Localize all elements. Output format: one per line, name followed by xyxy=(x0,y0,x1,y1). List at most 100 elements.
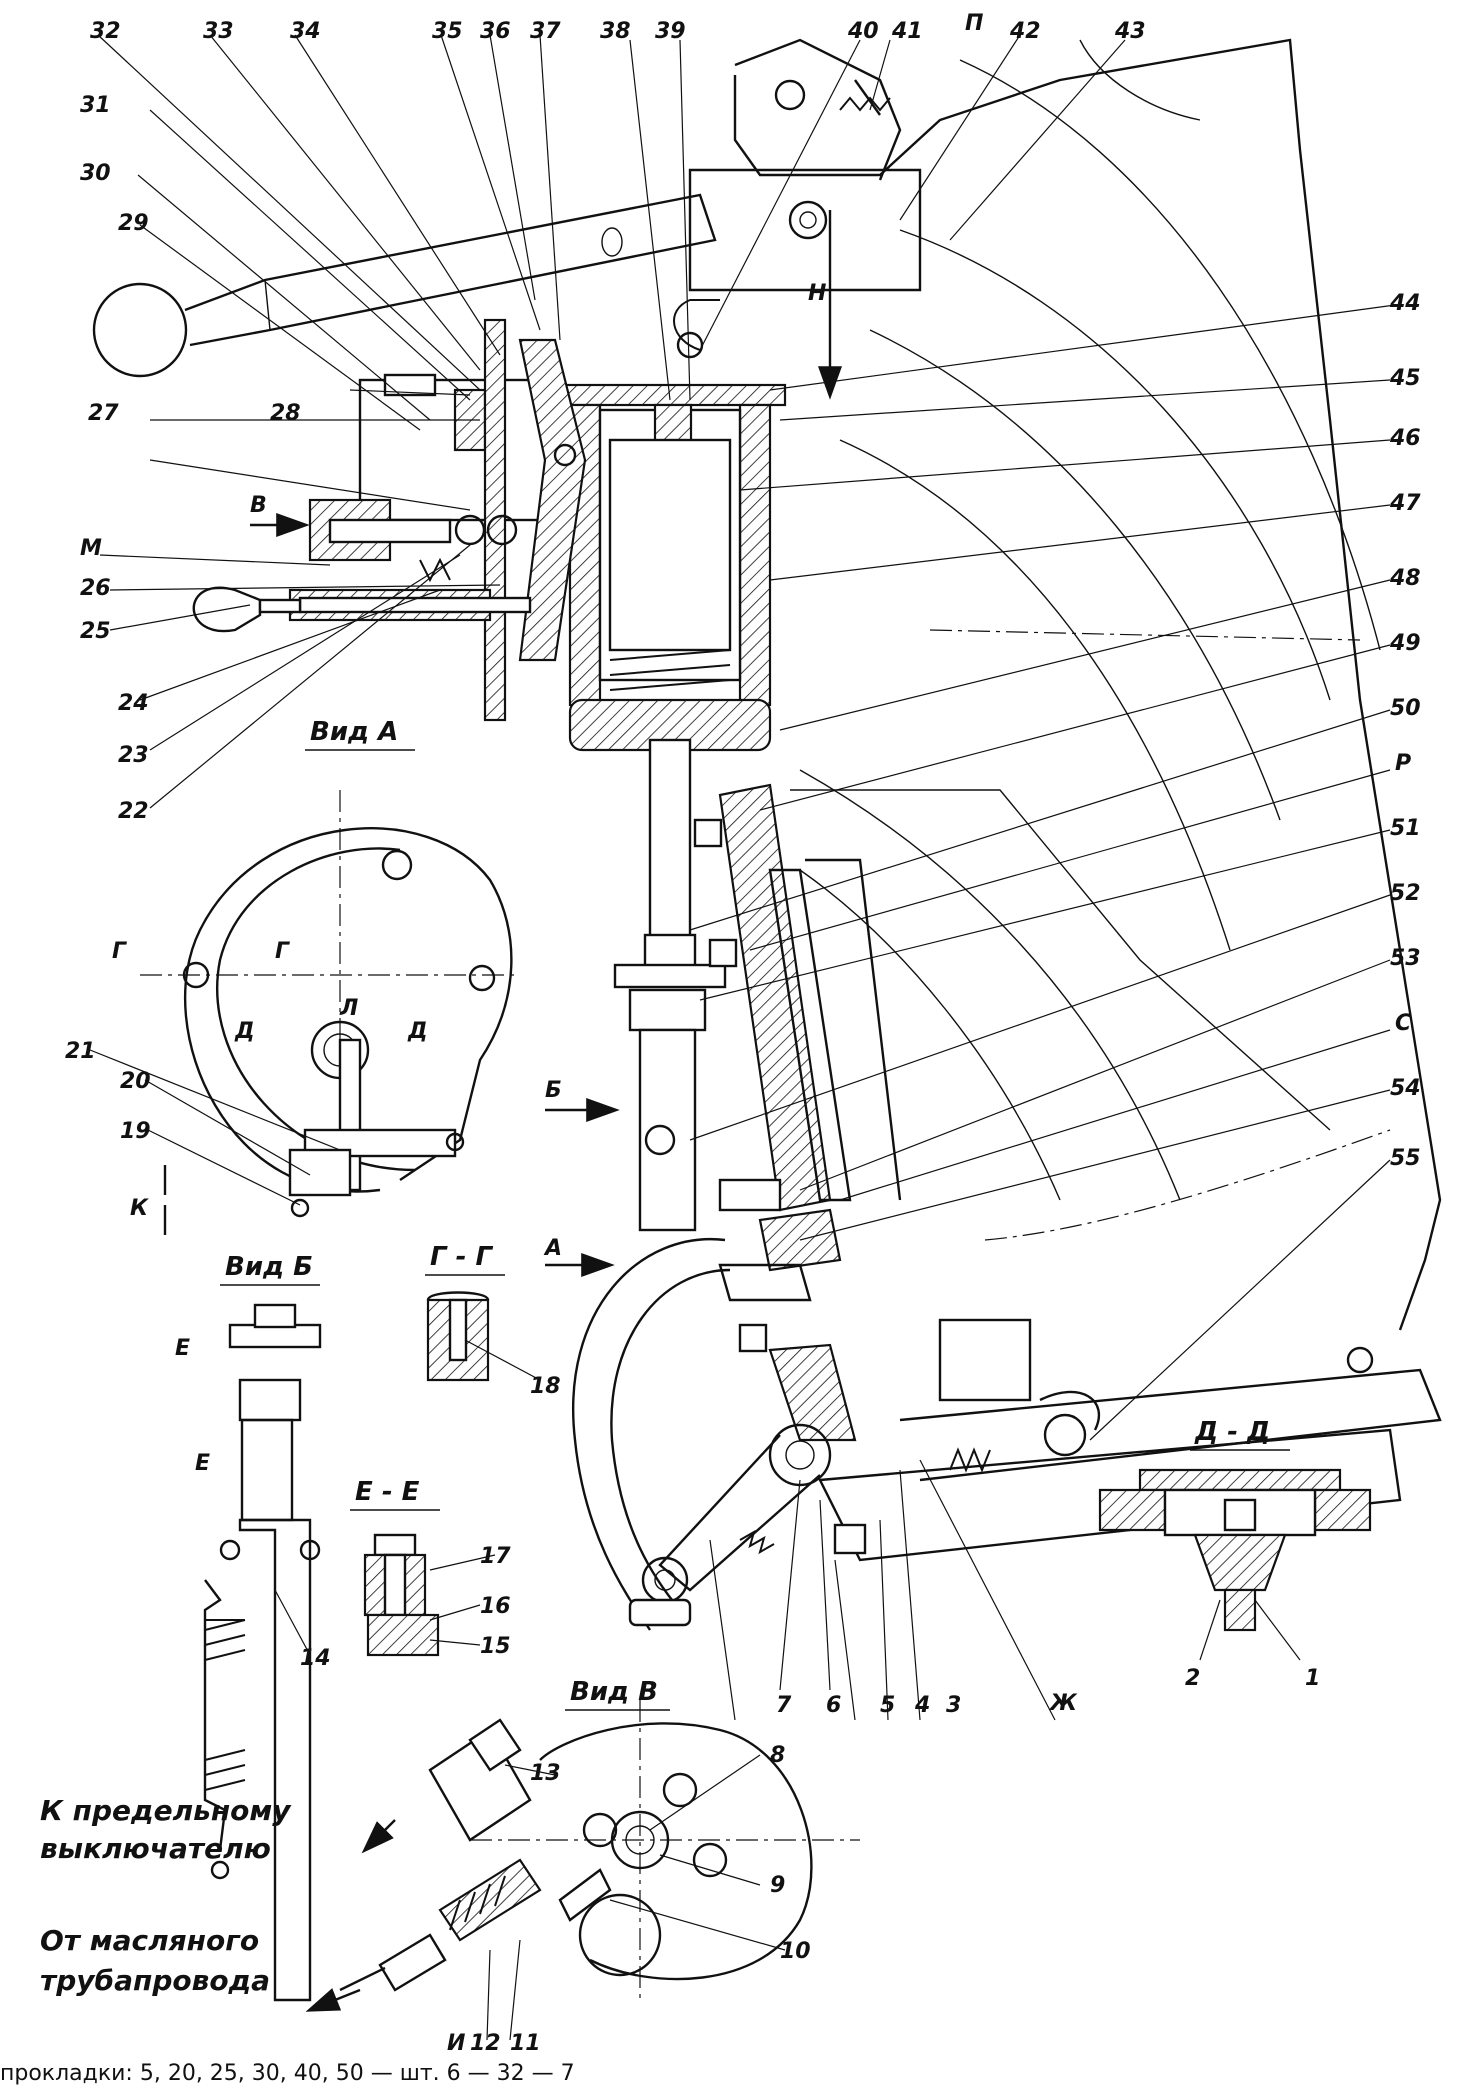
callout-48: 48 xyxy=(1389,566,1421,591)
title-section-dd: Д - Д xyxy=(1194,1417,1270,1447)
callout-20: 20 xyxy=(120,1069,151,1094)
view-a-cover xyxy=(140,790,520,1218)
callout-13: 13 xyxy=(530,1761,561,1786)
callout-28: 28 xyxy=(270,401,301,426)
section-e-e xyxy=(363,1533,440,1657)
callout-49: 49 xyxy=(1389,631,1421,656)
callout-38: 38 xyxy=(600,19,631,44)
callout-1: 1 xyxy=(1305,1666,1320,1691)
letter-d-left: Д xyxy=(234,1019,255,1044)
callout-12: 12 xyxy=(470,2031,501,2056)
callout-2: 2 xyxy=(1185,1666,1200,1691)
callout-40: 40 xyxy=(847,19,879,44)
letter-r: Р xyxy=(1395,751,1411,776)
letter-s: С xyxy=(1395,1011,1411,1036)
letter-l: Л xyxy=(339,996,358,1021)
callout-26: 26 xyxy=(80,576,111,601)
callout-33: 33 xyxy=(203,19,234,44)
callout-53: 53 xyxy=(1390,946,1421,971)
callout-14: 14 xyxy=(300,1646,331,1671)
callout-50: 50 xyxy=(1390,696,1421,721)
callout-10: 10 xyxy=(780,1939,811,1964)
letter-p: П xyxy=(965,11,983,36)
callout-43: 43 xyxy=(1114,19,1146,44)
callout-32: 32 xyxy=(90,19,121,44)
letter-g-right: Г xyxy=(275,939,290,964)
note-from-oil-pipe-line1: От масляного xyxy=(40,1924,259,1957)
title-section-ee: Е - Е xyxy=(355,1477,420,1507)
callout-9: 9 xyxy=(770,1873,785,1898)
letter-e-top: Е xyxy=(175,1336,190,1361)
letter-zh: Ж xyxy=(1048,1691,1078,1716)
letter-d-right: Д xyxy=(407,1019,428,1044)
callout-4: 4 xyxy=(914,1693,930,1718)
notes: К предельному выключателю От масляного т… xyxy=(40,1794,292,1997)
view-b-detail xyxy=(203,1303,322,2002)
letter-b-arrow: Б xyxy=(545,1078,562,1103)
callout-39: 39 xyxy=(655,19,686,44)
callout-46: 46 xyxy=(1389,426,1421,451)
section-d-d xyxy=(1098,1468,1372,1632)
callout-21: 21 xyxy=(65,1039,96,1064)
left-mechanism xyxy=(192,318,587,722)
callout-3: 3 xyxy=(946,1693,961,1718)
letter-v-arrow: В xyxy=(250,493,267,518)
letter-a-arrow: А xyxy=(543,1236,562,1261)
lever-with-ball-handle xyxy=(92,193,717,378)
callout-30: 30 xyxy=(80,161,111,186)
callout-41: 41 xyxy=(891,19,923,44)
callout-31: 31 xyxy=(80,93,111,118)
callout-7: 7 xyxy=(776,1693,792,1718)
callout-35: 35 xyxy=(432,19,463,44)
callout-54: 54 xyxy=(1390,1076,1421,1101)
callout-36: 36 xyxy=(480,19,511,44)
callout-8: 8 xyxy=(770,1743,785,1768)
upper-bracket xyxy=(688,38,922,292)
leader-lines xyxy=(89,34,1396,2041)
callout-17: 17 xyxy=(480,1544,511,1569)
callout-11: 11 xyxy=(510,2031,541,2056)
callout-44: 44 xyxy=(1389,291,1421,316)
bottom-arm xyxy=(818,1318,1442,1562)
letter-i: И xyxy=(447,2031,465,2056)
arrows xyxy=(163,210,842,2012)
title-section-gg: Г - Г xyxy=(430,1242,493,1272)
view-v-detail xyxy=(339,1700,860,2000)
callout-19: 19 xyxy=(120,1119,151,1144)
note-to-limit-switch-line2: выключателю xyxy=(40,1832,271,1865)
letter-k: К xyxy=(130,1196,149,1221)
title-view-b: Вид Б xyxy=(225,1252,313,1282)
letter-marks: П Н Р С Ж М В Б А Л К Г Г Д Д Е Е И xyxy=(80,11,1411,2056)
letter-m: М xyxy=(80,536,102,561)
view-titles: Вид А Вид Б Г - Г Е - Е Вид В Д - Д xyxy=(220,717,1290,1711)
section-g-g xyxy=(426,1291,490,1382)
callout-42: 42 xyxy=(1009,19,1041,44)
arc-lever-assembly xyxy=(572,1237,832,1631)
callout-24: 24 xyxy=(118,691,149,716)
callout-45: 45 xyxy=(1389,366,1421,391)
footer-caption: прокладки: 5, 20, 25, 30, 40, 50 — шт. 6… xyxy=(0,2061,575,2086)
callout-15: 15 xyxy=(480,1634,511,1659)
letter-h: Н xyxy=(808,281,826,306)
callout-5: 5 xyxy=(880,1693,895,1718)
cylinder-assembly xyxy=(553,299,787,1232)
note-from-oil-pipe-line2: трубапровода xyxy=(40,1964,270,1997)
callout-51: 51 xyxy=(1390,816,1421,841)
callout-6: 6 xyxy=(826,1693,841,1718)
callout-25: 25 xyxy=(80,619,111,644)
title-view-a: Вид А xyxy=(310,717,398,747)
callout-52: 52 xyxy=(1390,881,1421,906)
callout-18: 18 xyxy=(530,1374,561,1399)
letter-e-bottom: Е xyxy=(195,1451,210,1476)
callout-34: 34 xyxy=(290,19,321,44)
callout-27: 27 xyxy=(88,401,119,426)
callout-47: 47 xyxy=(1389,491,1421,516)
callout-55: 55 xyxy=(1390,1146,1421,1171)
letter-g-left: Г xyxy=(112,939,127,964)
callout-37: 37 xyxy=(530,19,561,44)
shoe-assembly xyxy=(693,783,902,1442)
note-to-limit-switch-line1: К предельному xyxy=(40,1794,292,1827)
callout-16: 16 xyxy=(480,1594,511,1619)
callouts: 32 33 34 35 36 37 38 39 40 41 42 43 31 3… xyxy=(65,19,1421,2056)
